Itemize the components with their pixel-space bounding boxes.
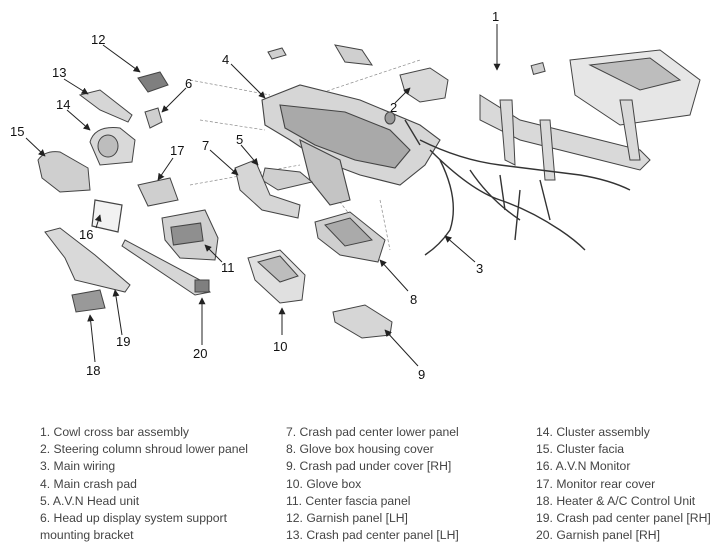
part-center-panel-lh xyxy=(78,89,133,123)
callout-20: 20 xyxy=(193,346,207,361)
part-small-bracket xyxy=(530,61,546,75)
legend-item-8: 8. Glove box housing cover xyxy=(286,442,434,457)
callout-9: 9 xyxy=(418,367,425,382)
callout-11: 11 xyxy=(221,260,235,275)
callout-13: 13 xyxy=(52,65,66,80)
callout-5: 5 xyxy=(236,132,243,147)
exploded-parts-diagram: 1 2 3 4 5 6 7 8 9 10 11 12 13 14 15 16 1… xyxy=(10,9,701,382)
part-glove-box-housing xyxy=(314,211,386,263)
callout-4: 4 xyxy=(222,52,229,67)
callout-18: 18 xyxy=(86,363,100,378)
legend-item-4: 4. Main crash pad xyxy=(40,476,137,491)
part-garnish-lh xyxy=(137,71,169,93)
callout-arrows xyxy=(25,24,501,367)
part-cowl-cross-bar xyxy=(479,49,701,181)
callout-10: 10 xyxy=(273,339,287,354)
part-avn-head-unit xyxy=(261,167,314,191)
legend-column-1: 1. Cowl cross bar assembly 2. Steering c… xyxy=(40,424,280,544)
legend-column-3: 14. Cluster assembly 15. Cluster facia 1… xyxy=(536,424,721,544)
part-center-lower-panel xyxy=(234,159,301,219)
part-hud-bracket xyxy=(144,107,163,129)
callout-3: 3 xyxy=(476,261,483,276)
part-main-wiring xyxy=(404,119,631,256)
legend-item-12: 12. Garnish panel [LH] xyxy=(286,511,408,526)
legend-item-11: 11. Center fascia panel xyxy=(286,493,411,508)
callout-15: 15 xyxy=(10,124,24,139)
legend-item-3: 3. Main wiring xyxy=(40,459,116,474)
part-center-panel-rh xyxy=(44,227,131,293)
legend-item-17: 17. Monitor rear cover xyxy=(536,476,656,491)
legend-item-13: 13. Crash pad center panel [LH] xyxy=(286,528,459,543)
callout-12: 12 xyxy=(91,32,105,47)
legend-column-2: 7. Crash pad center lower panel 8. Glove… xyxy=(286,424,526,544)
legend-item-19: 19. Crash pad center panel [RH] xyxy=(536,511,711,526)
part-cluster-facia xyxy=(37,151,91,193)
legend-item-18: 18. Heater & A/C Control Unit xyxy=(536,493,696,508)
legend-item-9: 9. Crash pad under cover [RH] xyxy=(286,459,452,474)
part-top-brackets xyxy=(267,44,374,66)
legend-item-7: 7. Crash pad center lower panel xyxy=(286,425,459,439)
part-glove-box xyxy=(247,249,306,304)
legend-item-20: 20. Garnish panel [RH] xyxy=(536,528,660,543)
part-cluster-assembly xyxy=(89,127,136,166)
callout-8: 8 xyxy=(410,292,417,307)
legend-item-6: 6. Head up display system support mounti… xyxy=(40,511,227,543)
part-hvac-control-unit xyxy=(71,289,106,313)
legend-item-10: 10. Glove box xyxy=(286,476,362,491)
legend-item-5: 5. A.V.N Head unit xyxy=(40,493,140,508)
callout-16: 16 xyxy=(79,227,93,242)
legend-item-2: 2. Steering column shroud lower panel xyxy=(40,442,248,457)
legend-item-15: 15. Cluster facia xyxy=(536,442,625,457)
callout-14: 14 xyxy=(56,97,70,112)
callout-2: 2 xyxy=(390,100,397,115)
part-shroud-lower-panel xyxy=(399,67,449,103)
legend-item-16: 16. A.V.N Monitor xyxy=(536,459,631,474)
part-round-clip xyxy=(384,111,396,125)
callout-19: 19 xyxy=(116,334,130,349)
part-under-cover-rh xyxy=(332,304,393,339)
callout-6: 6 xyxy=(185,76,192,91)
legend-item-14: 14. Cluster assembly xyxy=(536,425,650,439)
legend-item-1: 1. Cowl cross bar assembly xyxy=(40,425,190,439)
part-main-crash-pad xyxy=(261,84,441,206)
part-avn-monitor xyxy=(91,199,123,233)
part-monitor-rear-cover xyxy=(137,177,179,207)
callout-17: 17 xyxy=(170,143,184,158)
callout-labels: 1 2 3 4 5 6 7 8 9 10 11 12 13 14 15 16 1… xyxy=(10,9,499,382)
callout-7: 7 xyxy=(202,138,209,153)
part-center-fascia xyxy=(161,209,219,261)
part-garnish-rh xyxy=(121,239,211,296)
callout-1: 1 xyxy=(492,9,499,24)
